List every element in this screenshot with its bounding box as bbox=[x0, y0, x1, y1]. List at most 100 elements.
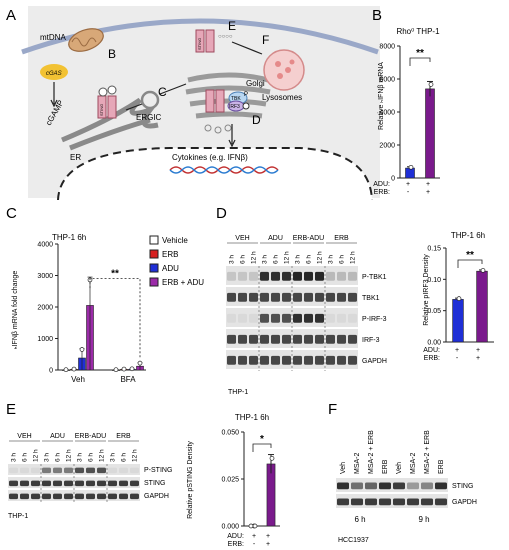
time-label: 12 h bbox=[66, 449, 73, 462]
band-label: GAPDH bbox=[362, 358, 387, 365]
blot-band bbox=[293, 334, 302, 344]
y-tick-label: 0 bbox=[391, 176, 395, 183]
blot-band bbox=[293, 355, 302, 365]
condition-label: ERB-ADU bbox=[75, 433, 107, 440]
time-label: 6 h bbox=[121, 453, 128, 462]
blot-band bbox=[53, 467, 62, 474]
y-tick-label: 0.15 bbox=[427, 246, 441, 253]
significance-bracket bbox=[457, 259, 483, 268]
y-tick-label: 0.10 bbox=[427, 277, 441, 284]
bar bbox=[425, 88, 435, 179]
blot-band bbox=[326, 292, 335, 302]
y-axis-label: Relative ₕIFNβ mRNA bbox=[378, 62, 385, 130]
significance-marker: ** bbox=[416, 48, 424, 59]
significance-bracket bbox=[409, 57, 431, 66]
lane-label: Veh bbox=[396, 462, 403, 474]
blot-band bbox=[293, 292, 302, 302]
blot-band bbox=[315, 292, 324, 302]
lane-label: MSA-2 + ERB bbox=[368, 430, 375, 474]
blot-band bbox=[86, 493, 95, 500]
blot-band bbox=[64, 480, 73, 487]
blot-strip bbox=[336, 478, 448, 492]
panel-letter: B bbox=[372, 7, 382, 24]
blot-band bbox=[9, 480, 18, 487]
band-label: GAPDH bbox=[452, 499, 477, 506]
time-label: 3 h bbox=[328, 255, 335, 264]
vesicle-3 bbox=[224, 124, 232, 132]
blot-band bbox=[379, 498, 391, 506]
row-value: + bbox=[266, 541, 270, 548]
blot-band bbox=[119, 493, 128, 500]
mtdna-label: mtDNA bbox=[40, 33, 66, 42]
blot-band bbox=[337, 482, 349, 490]
legend-label: ERB bbox=[162, 250, 178, 259]
time-label: 12 h bbox=[33, 449, 40, 462]
arrowhead bbox=[50, 99, 58, 108]
cytokines-label: Cytokines (e.g. IFNβ) bbox=[172, 153, 248, 162]
sting-dimer-icon-2 bbox=[107, 95, 117, 119]
legend-swatch-erb-adu bbox=[149, 277, 159, 287]
blot-band bbox=[337, 313, 346, 323]
row-label: ERB: bbox=[374, 189, 390, 196]
blot-band bbox=[351, 482, 363, 490]
blot-band bbox=[20, 493, 29, 500]
row-value: - bbox=[253, 541, 256, 548]
row-value: + bbox=[266, 533, 270, 540]
vesicle-2 bbox=[214, 126, 222, 134]
blot-band bbox=[86, 480, 95, 487]
blot-band bbox=[249, 334, 258, 344]
cgamp-ring-icon bbox=[98, 87, 108, 97]
chart-title: THP-1 6h bbox=[451, 231, 485, 240]
blot-band bbox=[365, 498, 377, 506]
blot-band bbox=[315, 334, 324, 344]
condition-label: VEH bbox=[17, 433, 31, 440]
y-tick-label: 2000 bbox=[37, 305, 53, 312]
blot-band bbox=[304, 313, 313, 323]
blot-band bbox=[31, 467, 40, 474]
arrowhead bbox=[228, 139, 236, 148]
bar-chart-d: 0.000.050.100.15** bbox=[427, 246, 494, 347]
significance-marker: ** bbox=[466, 250, 474, 261]
blot-band bbox=[260, 313, 269, 323]
data-point bbox=[63, 367, 69, 373]
blot-band bbox=[271, 355, 280, 365]
blot-band bbox=[304, 292, 313, 302]
data-point bbox=[252, 523, 258, 529]
data-point bbox=[113, 367, 119, 373]
blot-band bbox=[293, 313, 302, 323]
y-tick-label: 0 bbox=[49, 368, 53, 375]
tbk-label: TBK bbox=[231, 96, 241, 102]
data-point bbox=[137, 360, 143, 366]
blot-band bbox=[393, 498, 405, 506]
lane-label: ERB bbox=[438, 459, 445, 474]
blot-band bbox=[435, 482, 447, 490]
time-label: 12 h bbox=[317, 251, 324, 264]
time-label: 3 h bbox=[262, 255, 269, 264]
time-label: 3 h bbox=[110, 453, 117, 462]
cgamp-ring-icon-2 bbox=[107, 85, 117, 95]
lane-label: MSA-2 bbox=[410, 453, 417, 475]
blot-band bbox=[9, 493, 18, 500]
ergic-vesicle bbox=[140, 90, 160, 110]
blot-band bbox=[227, 271, 236, 281]
blot-band bbox=[53, 493, 62, 500]
lysosome-dot bbox=[275, 61, 281, 67]
row-label: ERB: bbox=[228, 541, 244, 548]
group-label: BFA bbox=[120, 375, 136, 384]
legend-label: ERB + ADU bbox=[162, 278, 204, 287]
blot-band bbox=[97, 467, 106, 474]
blot-band bbox=[227, 313, 236, 323]
blot-band bbox=[249, 313, 258, 323]
cgas-label: cGAS bbox=[46, 71, 62, 77]
blot-band bbox=[97, 480, 106, 487]
y-tick-label: 0.050 bbox=[221, 430, 239, 437]
blot-band bbox=[53, 480, 62, 487]
blot-band bbox=[130, 467, 139, 474]
y-tick-label: 6000 bbox=[379, 77, 395, 84]
y-axis-label: Relative pSTING Density bbox=[187, 441, 194, 519]
blot-band bbox=[238, 292, 247, 302]
row-value: + bbox=[476, 355, 480, 362]
legend-swatch-erb bbox=[149, 249, 159, 259]
